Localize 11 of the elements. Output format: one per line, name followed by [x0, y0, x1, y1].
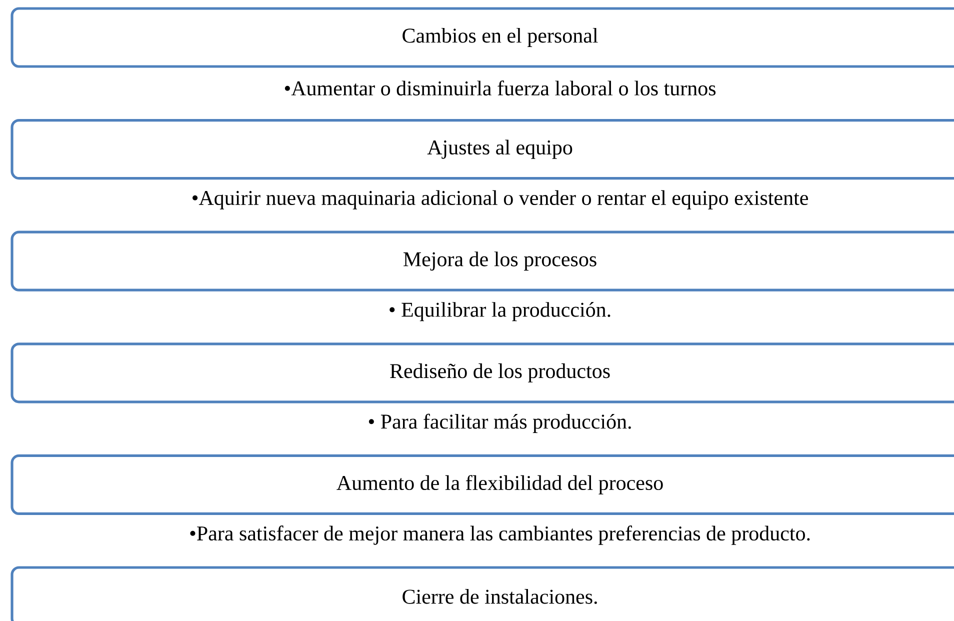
heading-box: Ajustes al equipo [10, 119, 954, 180]
bullet-text: • Para facilitar más producción. [368, 414, 631, 434]
heading-box: Mejora de los procesos [10, 230, 954, 292]
bullet-text: •Aquirir nueva maquinaria adicional o vender o rentar el equipo existente [192, 190, 808, 210]
bullet-text: • Equilibrar la producción. [390, 302, 610, 322]
bullet-text: •Para satisfacer de mejor manera las cambiantes preferencias de producto. [190, 526, 810, 545]
heading-box: Rediseño de los productos [10, 342, 954, 404]
heading-box: Cambios en el personal [10, 7, 954, 68]
bullet-text: •Aumentar o disminuirla fuerza laboral o los turnos [284, 80, 716, 96]
heading-box: Aumento de la flexibilidad del proceso [10, 454, 954, 515]
heading-box: Cierre de instalaciones. [10, 566, 954, 621]
